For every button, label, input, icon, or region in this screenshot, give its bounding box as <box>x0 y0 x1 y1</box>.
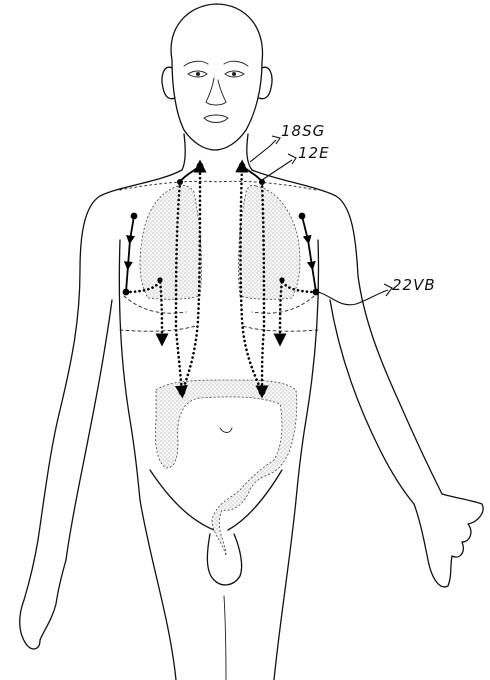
label-side: 22VB <box>392 276 436 294</box>
point-side-left <box>123 289 130 296</box>
organs <box>120 181 318 556</box>
point-neck-right <box>239 163 246 170</box>
point-chest-left <box>131 213 138 220</box>
point-chest-right <box>299 213 306 220</box>
neck-left <box>182 134 185 170</box>
hand-left <box>20 560 66 649</box>
neck-right <box>247 134 252 170</box>
head-outline <box>171 4 263 150</box>
point-clavicle-left <box>177 179 183 185</box>
leader-12e <box>262 154 296 180</box>
label-top-1: 18SG <box>281 122 325 140</box>
hip-left <box>140 500 176 680</box>
path-chest-left <box>126 216 134 292</box>
path-chest-right <box>302 216 316 292</box>
clavicle-line <box>120 181 316 190</box>
pupil-right <box>232 72 236 76</box>
hand-right <box>414 494 483 587</box>
point-neck-left <box>197 163 204 170</box>
leader-18sg <box>250 136 280 162</box>
brow-right <box>224 61 248 66</box>
brow-left <box>184 61 208 66</box>
path-neck-right <box>242 166 262 182</box>
flank-right <box>296 240 319 500</box>
label-top-2: 12E <box>298 144 330 162</box>
leader-22vb <box>318 284 392 305</box>
lung-right <box>238 185 300 299</box>
hip-right <box>274 500 296 680</box>
body-outline <box>20 4 483 680</box>
inner-leg <box>224 596 226 680</box>
point-ribs-right <box>279 277 284 282</box>
navel <box>220 428 232 433</box>
pupil-left <box>196 72 200 76</box>
large-intestine <box>155 380 296 556</box>
genitals <box>207 534 241 585</box>
point-colon-left <box>179 389 186 396</box>
nose <box>206 78 226 105</box>
inner-arm-right <box>330 300 414 504</box>
inner-arm-left <box>66 300 112 560</box>
point-ribs-left <box>157 277 162 282</box>
rib-contour-left <box>120 296 196 331</box>
flank-left <box>119 240 140 500</box>
mouth <box>204 115 228 123</box>
point-colon-right <box>259 389 266 396</box>
lung-left <box>140 185 202 299</box>
